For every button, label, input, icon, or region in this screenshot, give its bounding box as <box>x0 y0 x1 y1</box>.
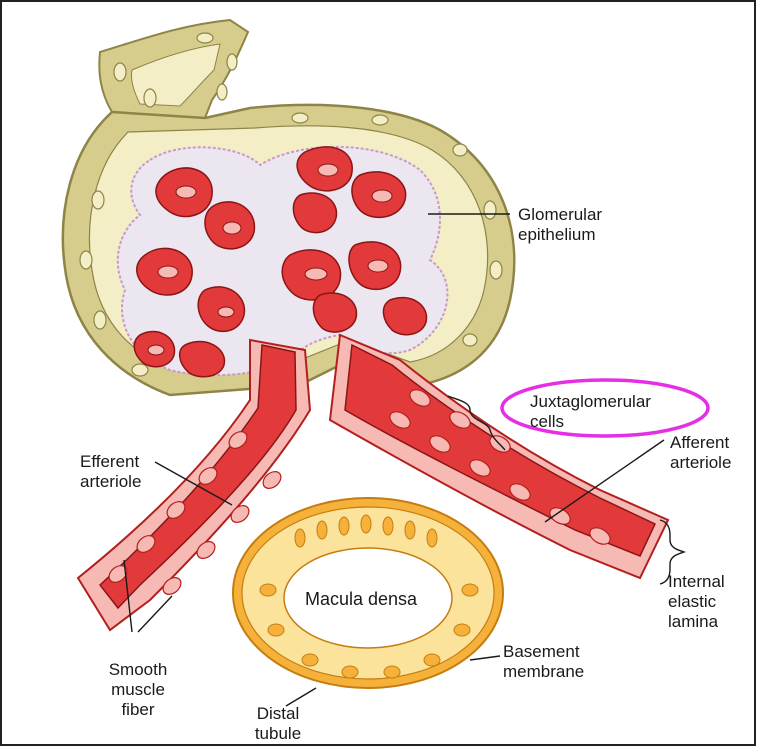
label-line: tubule <box>238 724 318 744</box>
label-efferent-arteriole: Efferent arteriole <box>80 452 141 492</box>
label-line: Basement <box>503 642 584 662</box>
label-line: muscle <box>98 680 178 700</box>
label-line: Smooth <box>98 660 178 680</box>
label-line: Efferent <box>80 452 141 472</box>
label-macula-densa: Macula densa <box>305 589 417 610</box>
label-line: Internal <box>668 572 725 592</box>
label-line: Afferent <box>670 433 731 453</box>
label-line: epithelium <box>518 225 602 245</box>
label-glomerular-epithelium: Glomerular epithelium <box>518 205 602 245</box>
label-line: Glomerular <box>518 205 602 225</box>
label-line: arteriole <box>670 453 731 473</box>
label-line: Juxtaglomerular <box>530 392 651 412</box>
label-smooth-muscle-fiber: Smooth muscle fiber <box>98 660 178 720</box>
label-line: elastic <box>668 592 725 612</box>
label-juxtaglomerular-cells: Juxtaglomerular cells <box>530 392 651 432</box>
label-line: arteriole <box>80 472 141 492</box>
label-internal-elastic-lamina: Internal elastic lamina <box>668 572 725 632</box>
glomerular-tuft <box>118 147 448 377</box>
label-afferent-arteriole: Afferent arteriole <box>670 433 731 473</box>
label-line: Distal <box>238 704 318 724</box>
label-line: cells <box>530 412 651 432</box>
label-distal-tubule: Distal tubule <box>238 704 318 744</box>
label-line: membrane <box>503 662 584 682</box>
label-line: lamina <box>668 612 725 632</box>
label-line: fiber <box>98 700 178 720</box>
label-basement-membrane: Basement membrane <box>503 642 584 682</box>
